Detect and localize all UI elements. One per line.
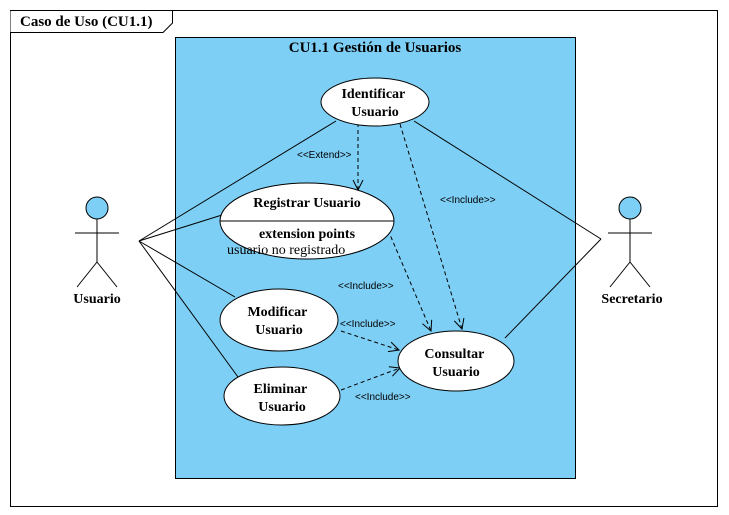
- dependencies: [340, 123, 462, 391]
- actor-usuario-label: Usuario: [73, 292, 120, 307]
- actor-secretario-label: Secretario: [601, 292, 662, 307]
- use-case-consultar-usuario[interactable]: Consultar Usuario: [397, 330, 515, 392]
- use-case-registrar-usuario[interactable]: Registrar Usuario extension points usuar…: [219, 182, 395, 260]
- assoc-secretario-identificar: [413, 120, 602, 240]
- actor-secretario-leg-right: [629, 261, 651, 288]
- assoc-usuario-modificar: [138, 240, 236, 298]
- svg-text:Identificar Usuario: Identificar Usuario: [341, 87, 408, 120]
- frame-tab: [10, 10, 173, 33]
- include-label-registrar: <<Include>>: [338, 281, 394, 292]
- use-case-consultar-line2: Usuario: [432, 365, 479, 380]
- actor-secretario[interactable]: [608, 196, 652, 288]
- use-case-registrar-title: Registrar Usuario: [253, 196, 360, 211]
- svg-text:Modificar Usuario: Modificar Usuario: [247, 305, 310, 338]
- assoc-secretario-consultar: [504, 238, 602, 339]
- svg-text:Consultar Usuario: Consultar Usuario: [424, 347, 487, 380]
- extend-label: <<Extend>>: [297, 150, 352, 161]
- use-case-eliminar-shape: [223, 366, 341, 426]
- actor-usuario-head: [85, 196, 109, 220]
- actor-usuario[interactable]: [75, 196, 119, 288]
- associations: [138, 120, 602, 378]
- include-arrow-modificar: [340, 330, 399, 350]
- assoc-usuario-registrar: [138, 214, 223, 242]
- use-case-identificar-usuario[interactable]: Identificar Usuario: [320, 77, 430, 127]
- assoc-usuario-identificar: [138, 120, 337, 242]
- include-label-identificar: <<Include>>: [440, 195, 496, 206]
- use-case-eliminar-line2: Usuario: [258, 400, 305, 415]
- actor-secretario-leg-left: [609, 261, 631, 288]
- use-case-eliminar-usuario[interactable]: Eliminar Usuario: [223, 366, 341, 426]
- actor-secretario-head: [618, 196, 642, 220]
- include-arrow-eliminar: [340, 368, 400, 391]
- include-label-modificar: <<Include>>: [340, 319, 396, 330]
- use-case-modificar-line2: Usuario: [255, 323, 302, 338]
- use-case-consultar-shape: [397, 330, 515, 392]
- actor-usuario-leg-right: [96, 261, 118, 288]
- include-arrow-registrar: [387, 229, 431, 331]
- extension-point-item: usuario no registrado: [227, 243, 345, 258]
- use-case-modificar-shape: [219, 288, 339, 352]
- frame-label: Caso de Uso (CU1.1): [20, 14, 153, 30]
- svg-text:Eliminar Usuario: Eliminar Usuario: [254, 382, 311, 415]
- extension-points-heading: extension points: [259, 227, 356, 242]
- use-case-modificar-usuario[interactable]: Modificar Usuario: [219, 288, 339, 352]
- include-arrow-identificar: [399, 123, 462, 329]
- assoc-usuario-eliminar: [138, 240, 239, 378]
- use-case-eliminar-line1: Eliminar: [254, 382, 307, 397]
- use-case-consultar-line1: Consultar: [424, 347, 484, 362]
- system-title: CU1.1 Gestión de Usuarios: [289, 40, 462, 56]
- use-case-modificar-line1: Modificar: [247, 305, 307, 320]
- include-label-eliminar: <<Include>>: [355, 392, 411, 403]
- actor-usuario-leg-left: [76, 261, 98, 288]
- use-case-identificar-line2: Usuario: [351, 105, 398, 120]
- use-case-identificar-line1: Identificar: [341, 87, 405, 102]
- use-case-identificar-shape: [320, 77, 430, 127]
